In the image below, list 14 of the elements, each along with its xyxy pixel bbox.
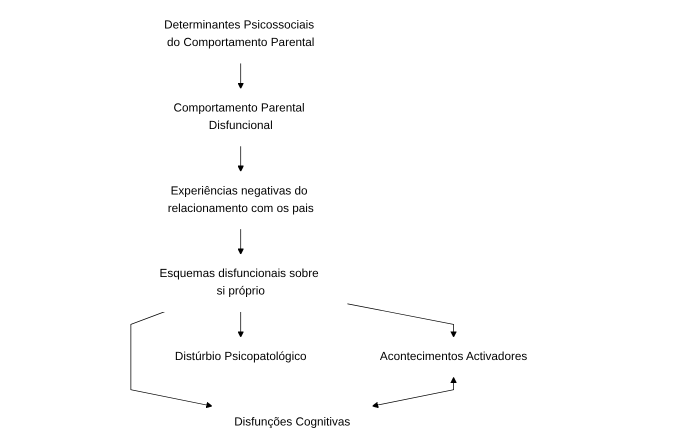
arrow xyxy=(372,376,458,408)
arrow xyxy=(347,303,458,338)
arrow xyxy=(238,311,244,338)
node-text: Determinantes Psicossociais do Comportamento Parental xyxy=(164,19,315,50)
arrow xyxy=(238,62,244,89)
arrow xyxy=(130,311,213,408)
node-text: Experiências negativas do relacionamento com os pais xyxy=(168,184,314,215)
node-text: Distúrbio Psicopatológico xyxy=(175,350,308,363)
node-text: Disfunções Cognitivas xyxy=(234,416,351,428)
node-text: Comportamento Parental Disfuncional xyxy=(174,102,306,132)
arrow xyxy=(238,228,244,255)
arrow xyxy=(238,146,244,172)
node-text: Acontecimentos Activadores xyxy=(380,350,528,363)
node-text: Esquemas disfuncionais sobre si próprio xyxy=(160,268,320,298)
